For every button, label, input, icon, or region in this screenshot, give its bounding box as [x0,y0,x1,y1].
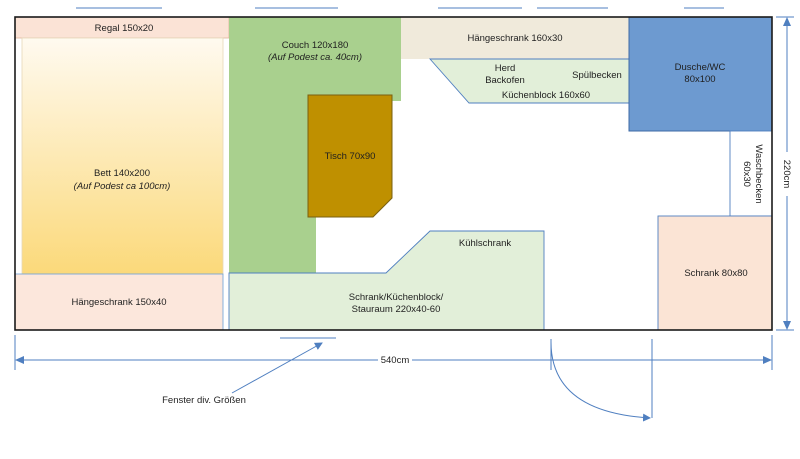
couch-area [229,17,401,273]
bed-label: Bett 140x200 [94,168,150,179]
couch-label: Couch 120x180 [282,40,349,51]
wardrobe-label: Schrank 80x80 [684,268,747,279]
width-arrow-left [15,356,24,364]
height-arrow-bottom [783,321,791,330]
height-dimension: 220cm [776,16,794,331]
bed-wall-cabinet-label: Hängeschrank 150x40 [71,297,166,308]
window-markers [76,7,724,339]
wall-cabinet-top [401,17,629,59]
door [550,339,653,422]
shower-wc [628,16,773,132]
bed-sublabel: (Auf Podest ca 100cm) [74,181,171,192]
width-arrow-right [763,356,772,364]
fridge-label: Kühlschrank [459,238,512,249]
shower-size-label: 80x100 [684,74,715,85]
bed-wall-cabinet [14,273,224,331]
kitchen-block-label: Küchenblock 160x60 [502,90,590,101]
stove-label: Herd [495,63,516,74]
shower-label: Dusche/WC [675,62,726,73]
wall-cabinet-top-label: Hängeschrank 160x30 [467,33,562,44]
bed-area [21,37,224,275]
width-dimension: 540cm [14,335,773,370]
window-annotation-label: Fenster div. Größen [162,395,246,406]
outer-wall [14,16,773,331]
window-annotation-arrow [231,342,323,394]
height-label: 220cm [781,160,792,189]
oven-label: Backofen [485,75,525,86]
table-area [307,94,393,218]
storage-label: Schrank/Küchenblock/ [349,292,444,303]
width-label: 540cm [381,355,410,366]
sink-label: Spülbecken [572,70,622,81]
storage-size-label: Stauraum 220x40-60 [352,304,441,315]
couch-sublabel: (Auf Podest ca. 40cm) [268,52,362,63]
table-label: Tisch 70x90 [325,151,376,162]
shelf-label: Regal 150x20 [95,23,154,34]
washbasin-size-label: 60x30 [741,161,752,187]
height-arrow-top [783,17,791,26]
door-swing-arc [550,341,651,422]
wardrobe [657,215,773,331]
washbasin-label: Waschbecken [753,144,764,203]
